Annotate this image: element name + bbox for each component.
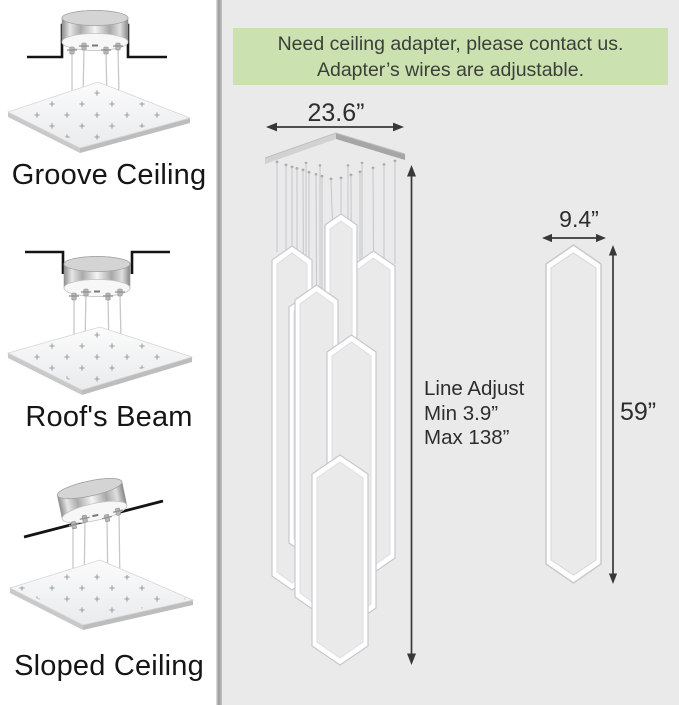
- mounting-option-label-sloped-ceiling: Sloped Ceiling: [14, 650, 204, 682]
- banner-line-1: Need ceiling adapter, please contact us.: [277, 33, 624, 55]
- line-adjust-min: Min 3.9”: [424, 401, 499, 425]
- vertical-divider: [216, 0, 222, 705]
- pendant-height-arrow: [608, 245, 618, 584]
- groove-ceiling-illustration: [6, 9, 192, 153]
- sloped-ceiling-illustration: [8, 473, 195, 630]
- wire-plate: [8, 559, 195, 630]
- canopy: [61, 9, 129, 55]
- banner-line-2: Adapter’s wires are adjustable.: [316, 59, 584, 81]
- light-rings: [271, 213, 396, 666]
- roofs-beam-illustration: [6, 250, 194, 395]
- wire-plate: [6, 326, 194, 395]
- canopy: [63, 255, 131, 301]
- pendant-width-label: 9.4”: [559, 206, 599, 232]
- single-pendant-detail: [542, 233, 618, 584]
- pendant-width-arrow: [542, 233, 606, 243]
- line-adjust-title: Line Adjust: [424, 377, 525, 400]
- ceiling-plate: [264, 132, 406, 164]
- canopy-width-arrow: [266, 122, 404, 132]
- wire-plate: [6, 81, 192, 153]
- pendant-height-label: 59”: [620, 398, 657, 426]
- ring: [311, 454, 369, 666]
- beam-line: [25, 250, 170, 274]
- adapter-notice-banner: Need ceiling adapter, please contact us.…: [233, 28, 668, 85]
- line-adjust-label: Line Adjust Min 3.9” Max 138”: [424, 377, 524, 451]
- chandelier-diagram: [264, 122, 416, 666]
- line-adjust-max: Max 138”: [424, 426, 510, 449]
- canopy-width-label: 23.6”: [307, 99, 365, 127]
- mounting-option-label-roofs-beam: Roof's Beam: [25, 401, 193, 433]
- line-adjust-arrow: [407, 165, 416, 665]
- mounting-option-label-groove-ceiling: Groove Ceiling: [11, 159, 207, 191]
- pendant-ring: [545, 244, 602, 584]
